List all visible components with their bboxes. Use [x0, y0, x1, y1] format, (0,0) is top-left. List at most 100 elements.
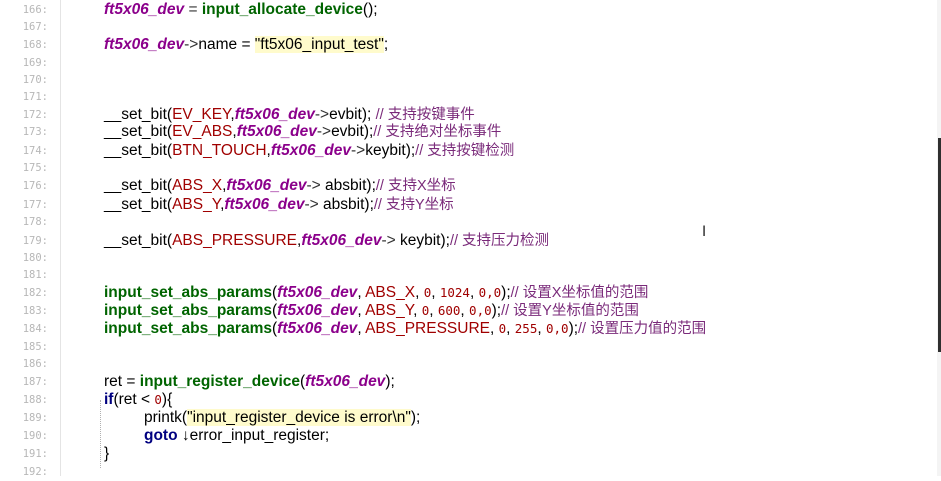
token-punct: , — [415, 284, 424, 301]
token-variable: ft5x06_dev — [277, 320, 358, 337]
token-comment: // 设置X坐标值的范围 — [510, 285, 649, 301]
code-line-190[interactable]: goto ↓error_input_register; — [144, 427, 329, 445]
token-number: 1024 — [439, 285, 470, 300]
line-number: 176: — [22, 180, 48, 192]
code-line-173[interactable]: __set_bit(EV_ABS,ft5x06_dev->evbit);// 支… — [104, 123, 501, 141]
token-punct: , — [460, 302, 470, 319]
token-punct: ( — [272, 320, 278, 337]
token-punct: , — [266, 142, 271, 159]
line-number: 182: — [22, 287, 48, 299]
token-call: __set_bit( — [104, 123, 173, 140]
token-field: keybit — [395, 232, 441, 249]
line-number: 174: — [22, 145, 48, 157]
code-line-174[interactable]: __set_bit(BTN_TOUCH,ft5x06_dev->keybit);… — [104, 142, 514, 160]
code-line-187[interactable]: ret = input_register_device(ft5x06_dev); — [104, 373, 395, 391]
code-line-177[interactable]: __set_bit(ABS_Y,ft5x06_dev-> absbit);// … — [104, 196, 454, 214]
token-punct: , — [357, 284, 366, 301]
token-variable: ft5x06_dev — [270, 142, 351, 159]
token-punct: ( — [272, 284, 278, 301]
token-function: input_allocate_device — [201, 1, 363, 18]
token-number: 0 — [154, 392, 162, 407]
code-line-168[interactable]: ft5x06_dev->name = "ft5x06_input_test"; — [104, 36, 388, 54]
token-comment: // 设置Y坐标值的范围 — [501, 303, 639, 319]
code-line-182[interactable]: input_set_abs_params(ft5x06_dev, ABS_X, … — [104, 284, 648, 302]
line-number: 190: — [22, 430, 48, 442]
token-variable: ft5x06_dev — [104, 1, 185, 18]
token-arrow: -> — [314, 106, 330, 123]
line-number: 188: — [22, 394, 48, 406]
token-arrow: -> — [316, 123, 332, 140]
line-number: 181: — [22, 269, 48, 281]
token-punct: ); — [385, 373, 395, 390]
token-punct: ){ — [161, 391, 173, 408]
token-punct: ); — [361, 106, 376, 123]
scrollbar-thumb[interactable] — [938, 138, 941, 352]
line-number: 169: — [22, 57, 48, 69]
token-number: 255 — [514, 321, 538, 336]
line-number: 191: — [22, 448, 48, 460]
line-number: 171: — [22, 91, 48, 103]
token-call: __set_bit( — [104, 196, 173, 213]
token-number: 0,0 — [478, 285, 502, 300]
token-macro: EV_ABS — [172, 123, 233, 140]
vertical-scrollbar[interactable] — [937, 0, 941, 476]
token-field: absbit — [320, 177, 367, 194]
token-call: printk( — [144, 409, 188, 426]
token-punct: , — [357, 302, 366, 319]
token-operator: = — [184, 1, 202, 18]
token-assign: ret = — [104, 373, 140, 390]
token-macro: ABS_PRESSURE — [172, 232, 297, 249]
token-variable: ft5x06_dev — [277, 284, 358, 301]
line-number: 179: — [22, 235, 48, 247]
code-line-184[interactable]: input_set_abs_params(ft5x06_dev, ABS_PRE… — [104, 320, 706, 338]
token-punct: ; — [383, 36, 389, 53]
code-line-189[interactable]: printk("input_register_device is error\n… — [144, 409, 420, 427]
token-variable: ft5x06_dev — [236, 123, 317, 140]
token-number: 600 — [437, 303, 461, 318]
token-arrow: -> — [306, 177, 321, 194]
token-punct: (); — [362, 1, 378, 18]
token-punct: , — [431, 284, 440, 301]
token-punct: , — [429, 302, 438, 319]
token-string: "input_register_device is error\n" — [187, 409, 411, 426]
token-punct: ); — [440, 232, 450, 249]
line-number: 180: — [22, 252, 48, 264]
line-number: 177: — [22, 199, 48, 211]
token-punct: ); — [364, 196, 374, 213]
token-variable: ft5x06_dev — [226, 177, 307, 194]
token-macro: ABS_Y — [365, 302, 414, 319]
token-punct: , — [222, 177, 227, 194]
code-line-191[interactable]: } — [104, 445, 109, 463]
line-number: 184: — [22, 323, 48, 335]
line-number: 170: — [22, 74, 48, 86]
line-number: 178: — [22, 216, 48, 228]
token-variable: ft5x06_dev — [277, 302, 358, 319]
indent-guide — [100, 400, 101, 468]
code-line-183[interactable]: input_set_abs_params(ft5x06_dev, ABS_Y, … — [104, 302, 639, 320]
token-variable: ft5x06_dev — [305, 373, 386, 390]
token-comment: // 设置压力值的范围 — [578, 321, 707, 337]
token-number: 0 — [421, 303, 430, 318]
line-number-gutter — [0, 0, 61, 476]
token-punct: ); — [366, 177, 376, 194]
token-punct: ); — [568, 320, 579, 337]
token-function: input_register_device — [139, 373, 300, 390]
token-function: input_set_abs_params — [104, 302, 272, 319]
token-variable: ft5x06_dev — [104, 36, 185, 53]
token-arrow: -> — [184, 36, 199, 53]
token-comment: // 支持Y坐标 — [373, 197, 454, 213]
code-line-188[interactable]: if(ret < 0){ — [104, 391, 172, 409]
code-line-176[interactable]: __set_bit(ABS_X,ft5x06_dev-> absbit);// … — [104, 177, 456, 195]
line-number: 183: — [22, 305, 48, 317]
token-punct: , — [413, 302, 422, 319]
token-comment: // 支持按键检测 — [415, 143, 515, 159]
token-punct: , — [490, 320, 499, 337]
token-arrow: -> — [304, 196, 319, 213]
code-line-172[interactable]: __set_bit(EV_KEY,ft5x06_dev->evbit); // … — [104, 106, 475, 124]
code-line-166[interactable]: ft5x06_dev = input_allocate_device(); — [104, 1, 378, 19]
line-number: 168: — [22, 39, 48, 51]
line-number: 172: — [22, 109, 48, 121]
token-macro: EV_KEY — [172, 106, 231, 123]
code-line-179[interactable]: __set_bit(ABS_PRESSURE,ft5x06_dev-> keyb… — [104, 232, 549, 250]
token-macro: ABS_X — [365, 284, 416, 301]
